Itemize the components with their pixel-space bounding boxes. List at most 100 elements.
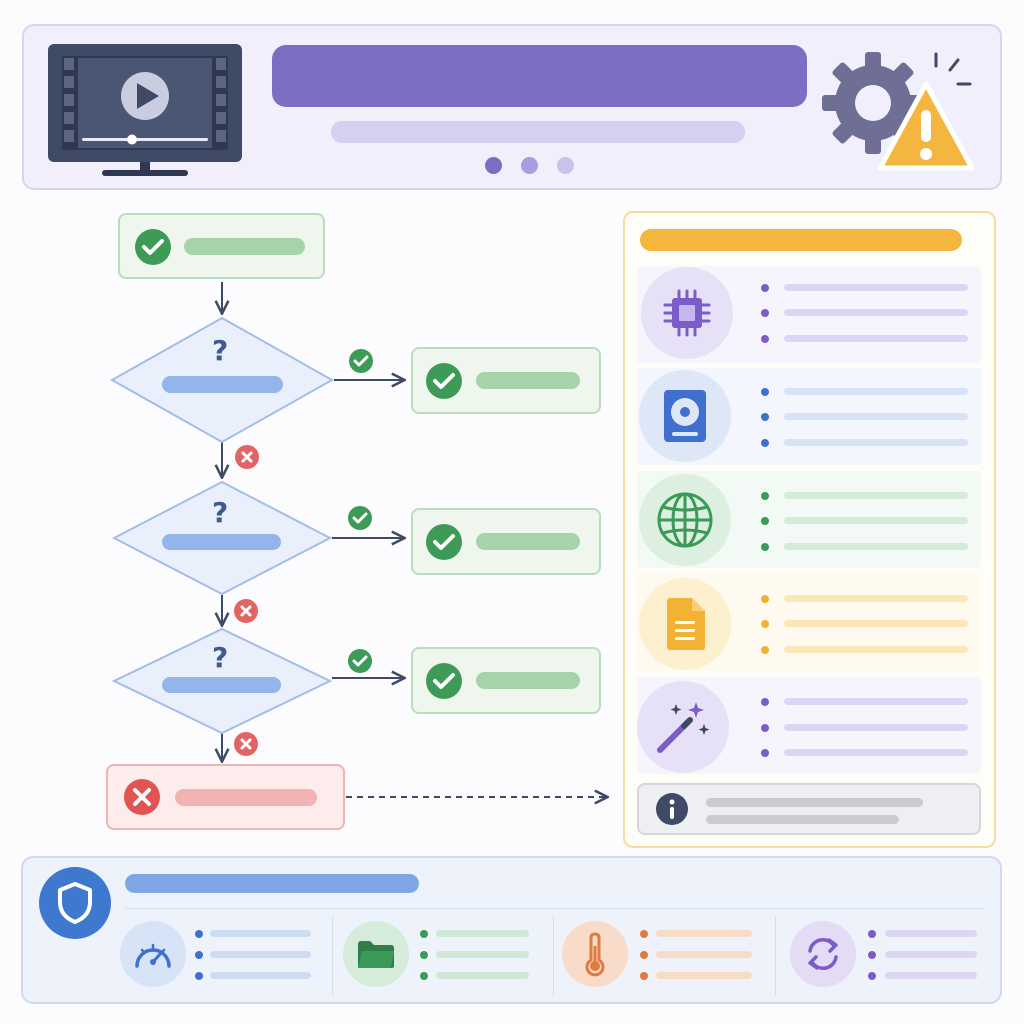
bullet-dot	[640, 972, 648, 980]
details-line	[784, 413, 968, 420]
footer-title-bar	[125, 874, 419, 893]
footer-stat-line	[210, 930, 311, 937]
footer-stat-line	[656, 930, 752, 937]
header-subtitle-bar	[331, 121, 745, 143]
footer-stat-line	[210, 951, 311, 958]
x-small-icon	[234, 599, 258, 623]
info-line	[706, 798, 923, 807]
bullet-dot	[761, 492, 769, 500]
speedometer-icon[interactable]	[120, 921, 186, 987]
bullet-dot	[761, 284, 769, 292]
hard-drive-icon	[639, 370, 731, 462]
info-box[interactable]	[637, 783, 981, 835]
footer-divider	[775, 916, 776, 996]
question-mark-icon: ?	[212, 334, 229, 367]
footer-stat-line	[885, 951, 977, 958]
details-line	[784, 543, 968, 550]
bullet-dot	[868, 930, 876, 938]
cpu-chip-icon	[641, 267, 733, 359]
bullet-dot	[420, 930, 428, 938]
flow-success-label	[476, 533, 580, 550]
bullet-dot	[761, 335, 769, 343]
bullet-dot	[761, 543, 769, 551]
warning-icon[interactable]	[874, 48, 978, 174]
x-small-icon	[235, 445, 259, 469]
bullet-dot	[420, 972, 428, 980]
shield-icon[interactable]	[38, 866, 112, 940]
details-line	[784, 646, 968, 653]
bullet-dot	[761, 517, 769, 525]
carousel-dot[interactable]	[521, 157, 538, 174]
thermometer-icon[interactable]	[562, 921, 628, 987]
decision-label	[162, 677, 281, 693]
bullet-dot	[868, 972, 876, 980]
check-circle-icon	[426, 524, 462, 560]
details-line	[784, 439, 968, 446]
bullet-dot	[761, 439, 769, 447]
check-small-icon	[348, 506, 372, 530]
bullet-dot	[761, 388, 769, 396]
globe-icon	[639, 474, 731, 566]
flow-success-label	[476, 372, 580, 389]
decision-label	[162, 534, 281, 550]
footer-stat-line	[885, 972, 977, 979]
footer-stat-line	[436, 951, 529, 958]
check-circle-icon	[135, 229, 171, 265]
flow-fail-label	[175, 789, 317, 806]
carousel-dot[interactable]	[557, 157, 574, 174]
details-line	[784, 698, 968, 705]
bullet-dot	[761, 309, 769, 317]
details-line	[784, 335, 968, 342]
carousel-dot[interactable]	[485, 157, 502, 174]
details-line	[784, 388, 968, 395]
footer-stat-line	[210, 972, 311, 979]
details-panel-title-bar	[640, 229, 962, 251]
decision-label	[162, 376, 283, 393]
x-small-icon	[234, 732, 258, 756]
bullet-dot	[761, 698, 769, 706]
details-line	[784, 309, 968, 316]
info-icon	[656, 793, 688, 825]
question-mark-icon: ?	[212, 496, 229, 529]
bullet-dot	[761, 620, 769, 628]
refresh-icon[interactable]	[790, 921, 856, 987]
bullet-dot	[195, 930, 203, 938]
details-line	[784, 595, 968, 602]
details-line	[784, 749, 968, 756]
document-icon	[639, 578, 731, 670]
footer-divider	[553, 916, 554, 996]
header-title-bar	[272, 45, 807, 107]
footer-stat-line	[436, 972, 529, 979]
info-line	[706, 815, 899, 824]
flow-start-label	[184, 238, 305, 255]
details-line	[784, 284, 968, 291]
bullet-dot	[420, 951, 428, 959]
check-small-icon	[349, 349, 373, 373]
magic-wand-icon	[637, 681, 729, 773]
bullet-dot	[761, 646, 769, 654]
details-line	[784, 724, 968, 731]
bullet-dot	[761, 724, 769, 732]
bullet-dot	[640, 951, 648, 959]
bullet-dot	[761, 595, 769, 603]
video-player-icon[interactable]	[48, 44, 242, 178]
gear-icon[interactable]	[818, 48, 928, 158]
x-circle-icon	[124, 779, 160, 815]
bullet-dot	[195, 951, 203, 959]
details-line	[784, 620, 968, 627]
check-circle-icon	[426, 363, 462, 399]
check-circle-icon	[426, 663, 462, 699]
details-line	[784, 492, 968, 499]
bullet-dot	[640, 930, 648, 938]
footer-divider	[125, 908, 985, 909]
folder-icon[interactable]	[343, 921, 409, 987]
bullet-dot	[195, 972, 203, 980]
footer-divider	[332, 916, 333, 996]
question-mark-icon: ?	[212, 641, 229, 674]
footer-stat-line	[885, 930, 977, 937]
bullet-dot	[868, 951, 876, 959]
footer-stat-line	[656, 972, 752, 979]
bullet-dot	[761, 413, 769, 421]
footer-stat-line	[656, 951, 752, 958]
